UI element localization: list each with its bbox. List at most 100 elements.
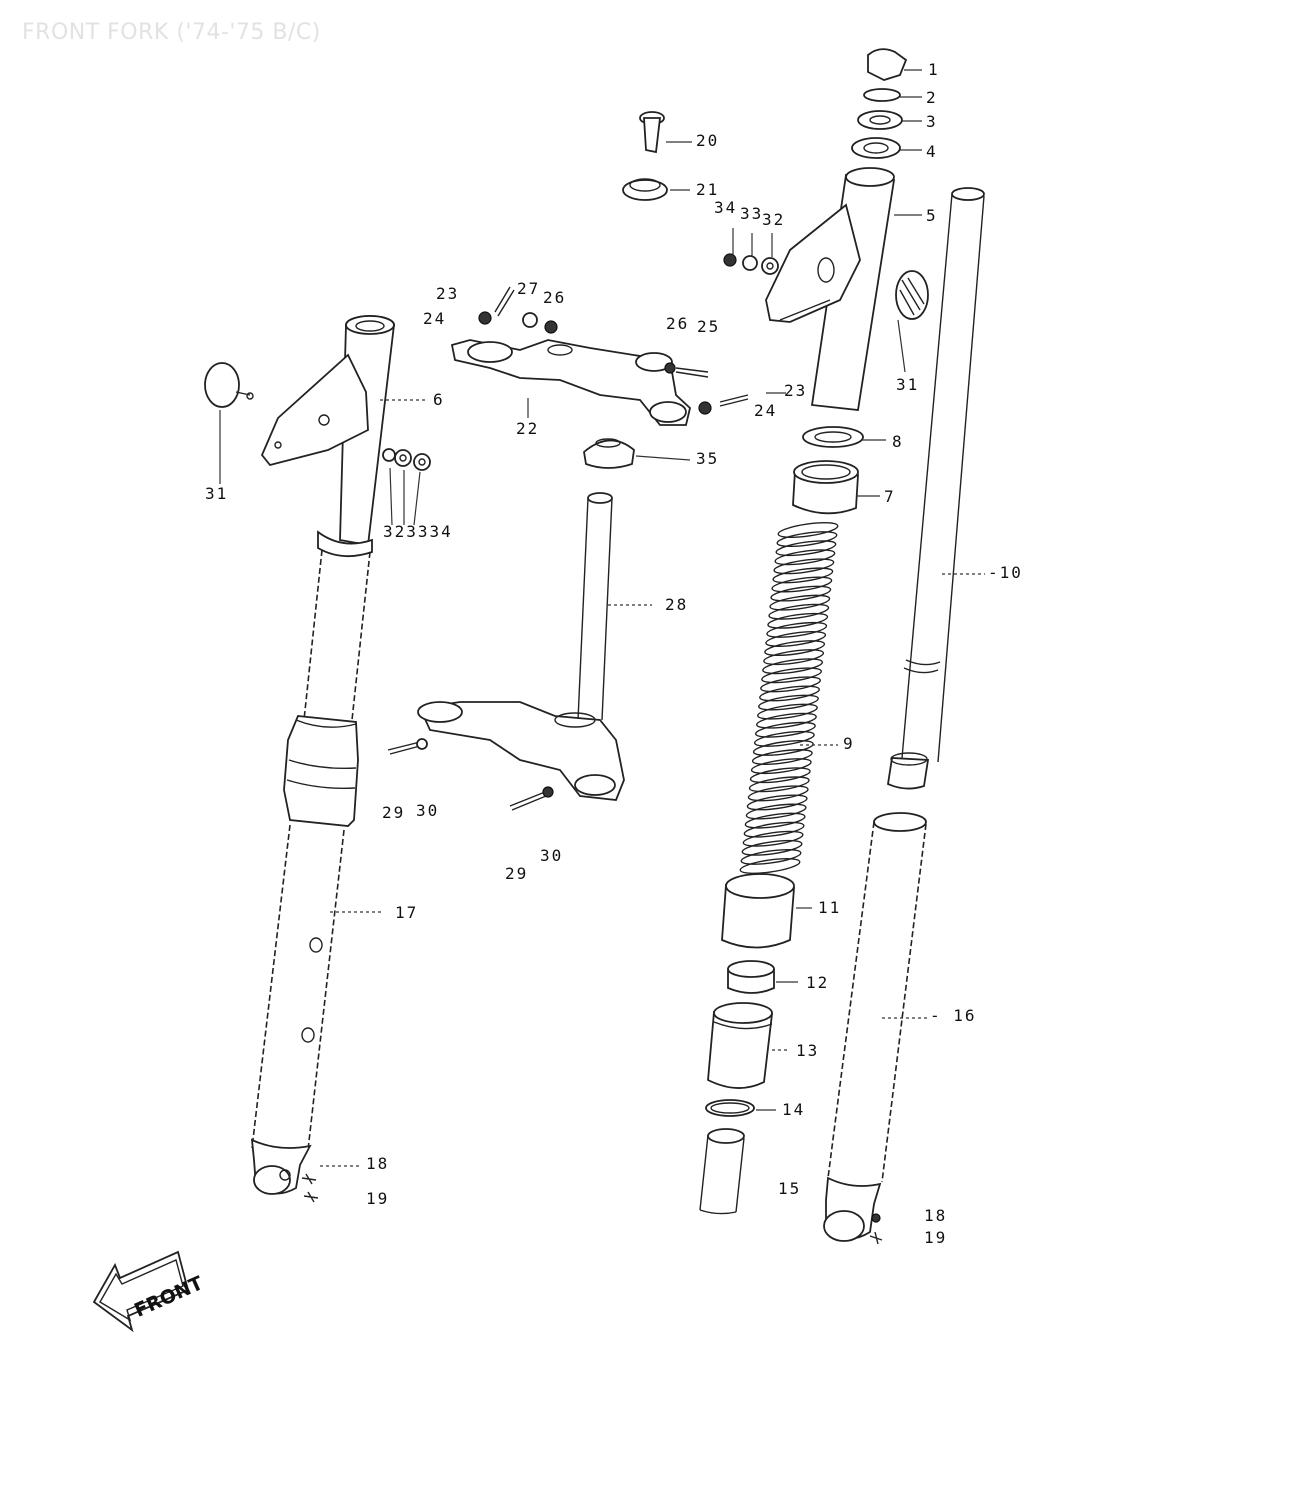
label-15: 15: [778, 1179, 802, 1198]
spring-coil: [751, 749, 813, 765]
label-19-left: 19: [366, 1189, 390, 1208]
fork-spring-9: [739, 522, 839, 874]
label-13: 13: [796, 1041, 820, 1060]
part-11: [721, 873, 795, 949]
spring-coil: [754, 721, 816, 738]
label-25: 25: [697, 317, 721, 336]
washer-8: [802, 426, 864, 448]
front-arrow: FRONT: [92, 1250, 206, 1333]
steering-stem: [387, 492, 625, 811]
spring-coil: [741, 839, 803, 856]
label-32-33-34-left: 323334: [383, 522, 453, 541]
inner-tube-10: [887, 187, 985, 790]
spring-coil: [771, 576, 833, 593]
label-3: 3: [926, 112, 938, 131]
spring-coil: [768, 603, 830, 620]
label-7: 7: [884, 487, 896, 506]
label-28: 28: [665, 595, 689, 614]
left-fork-leg: [250, 315, 396, 1203]
spring-coil: [739, 858, 801, 874]
label-32: 32: [762, 210, 786, 229]
page-title: FRONT FORK ('74-'75 B/C): [22, 20, 321, 45]
spring-coil: [761, 667, 822, 684]
spring-coil: [747, 785, 809, 802]
part-13: [707, 1002, 774, 1089]
label-23-right: 23: [784, 381, 808, 400]
dust-seal-35: [583, 438, 635, 469]
label-12: 12: [806, 973, 830, 992]
spring-coil: [748, 776, 810, 793]
label-33: 33: [740, 204, 764, 223]
label-26-right: 26: [666, 314, 690, 333]
label-21: 21: [696, 180, 720, 199]
spring-coil: [744, 812, 806, 829]
spring-coil: [767, 612, 829, 629]
spring-coil: [743, 821, 805, 838]
cap-21: [622, 178, 668, 201]
label-11: 11: [818, 898, 842, 917]
label-14: 14: [782, 1100, 806, 1119]
spring-coil: [749, 767, 811, 784]
leader-lines: [219, 69, 985, 1167]
label-4: 4: [926, 142, 938, 161]
spring-coil: [750, 758, 812, 775]
right-upper-fork: [723, 48, 929, 411]
spring-coil: [770, 585, 832, 602]
spring-coil: [756, 712, 817, 729]
label-2: 2: [926, 88, 938, 107]
spring-coil: [742, 830, 804, 847]
stem-bolt: [639, 111, 665, 154]
grommet-left: [204, 362, 254, 408]
label-1: 1: [928, 60, 940, 79]
label-35: 35: [696, 449, 720, 468]
spring-coil: [774, 549, 836, 566]
spring-coil: [765, 631, 827, 647]
spring-coil: [752, 739, 814, 756]
spring-coil: [753, 730, 815, 747]
spring-coil: [766, 621, 828, 638]
label-26-top: 26: [543, 288, 567, 307]
spring-coil: [764, 640, 826, 657]
spring-coil: [758, 694, 819, 711]
spring-coil: [740, 848, 802, 865]
spring-coil: [760, 676, 821, 693]
label-20: 20: [696, 131, 720, 150]
label-10: -10: [988, 563, 1023, 582]
label-17: 17: [395, 903, 419, 922]
spring-coil: [769, 594, 831, 611]
spring-coil: [776, 531, 838, 548]
label-34: 34: [714, 198, 738, 217]
label-18-right: 18: [924, 1206, 948, 1225]
label-31-right: 31: [896, 375, 920, 394]
label-31-left: 31: [205, 484, 229, 503]
label-27: 27: [517, 279, 541, 298]
label-6: 6: [433, 390, 445, 409]
label-19-right: 19: [924, 1228, 948, 1247]
label-29-left: 29: [382, 803, 406, 822]
spring-coil: [772, 567, 834, 584]
upper-triple-clamp: [450, 286, 749, 426]
label-9: 9: [843, 734, 855, 753]
spring-coil: [757, 703, 818, 720]
spring-coil: [745, 803, 807, 820]
label-18-left: 18: [366, 1154, 390, 1173]
spring-coil: [746, 794, 808, 811]
label-22: 22: [516, 419, 540, 438]
label-16: - 16: [930, 1006, 977, 1025]
label-30-left: 30: [416, 801, 440, 820]
label-5: 5: [926, 206, 938, 225]
spring-coil: [777, 522, 839, 538]
label-24-left: 24: [423, 309, 447, 328]
circlip-14: [705, 1099, 755, 1117]
label-24-right: 24: [754, 401, 778, 420]
label-29-lower: 29: [505, 864, 529, 883]
spring-coil: [763, 649, 825, 666]
label-8: 8: [892, 432, 904, 451]
label-30-lower: 30: [540, 846, 564, 865]
outer-slider-16: [823, 812, 927, 1245]
label-23-top: 23: [436, 284, 460, 303]
bushing-7: [792, 460, 859, 515]
spring-coil: [775, 540, 837, 557]
fastener-group-left: [382, 448, 431, 471]
part-12: [727, 960, 775, 994]
